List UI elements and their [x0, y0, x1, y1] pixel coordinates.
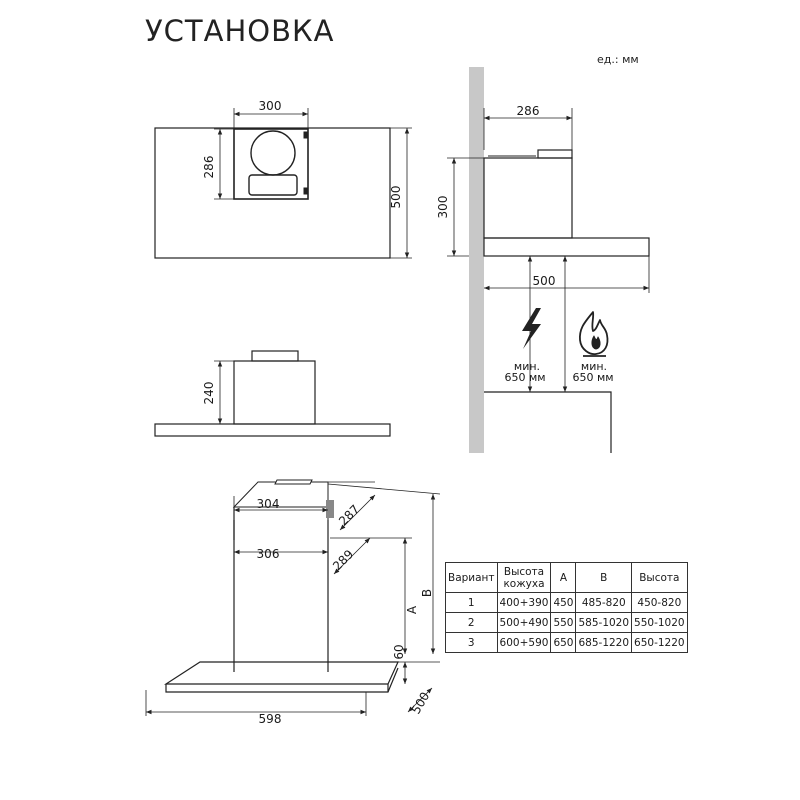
table-cell: 650-1220	[631, 632, 688, 653]
flame-icon	[579, 311, 609, 357]
top-view-duct-circle	[250, 130, 296, 176]
dim-top-width: 300	[259, 99, 282, 113]
header-cover-height-line1: Высота	[503, 565, 545, 578]
units-note: ед.: мм	[597, 53, 639, 66]
header-height: Высота	[631, 562, 688, 593]
clearance-electric-line2: 650 мм	[504, 371, 545, 384]
dim-iso-top-d: 287	[336, 502, 362, 528]
table-cell: 400+390	[496, 592, 552, 613]
table-row: 1 400+390 450 485-820 450-820	[445, 592, 688, 613]
dim-iso-mid-w: 306	[257, 547, 280, 561]
dim-iso-60: 60	[392, 644, 406, 659]
dim-iso-base-d: 500	[409, 690, 433, 717]
dim-front-height: 240	[202, 382, 216, 405]
table-cell: 650	[550, 632, 577, 653]
table-cell: 450	[550, 592, 577, 613]
table-cell: 2	[445, 612, 498, 633]
isometric-view	[145, 479, 441, 716]
dim-top-height: 286	[202, 156, 216, 179]
front-view-canopy	[154, 423, 391, 437]
table-cell: 1	[445, 592, 498, 613]
top-view	[154, 108, 412, 259]
table-cell: 550-1020	[631, 612, 688, 633]
table-row: 3 600+590 650 685-1220 650-1220	[445, 632, 688, 653]
header-a: A	[550, 562, 577, 593]
dim-side-depth: 500	[533, 274, 556, 288]
dim-iso-mid-d: 289	[330, 547, 356, 573]
table-cell: 485-820	[575, 592, 633, 613]
clearance-electric-line1: мин.	[514, 360, 540, 373]
dim-overall-depth: 500	[389, 186, 403, 209]
header-b: B	[575, 562, 633, 593]
front-view	[154, 350, 391, 437]
header-variant: Вариант	[445, 562, 498, 593]
table-cell: 3	[445, 632, 498, 653]
front-view-top-box	[251, 350, 299, 362]
top-view-outline	[154, 127, 391, 259]
dim-iso-top-w: 304	[257, 497, 280, 511]
header-cover-height-line2: кожуха	[503, 577, 545, 590]
side-view-top-box	[537, 149, 573, 159]
table-cell: 600+590	[496, 632, 552, 653]
page-title: УСТАНОВКА	[145, 14, 335, 48]
wall	[469, 67, 484, 453]
side-view-body	[483, 157, 573, 239]
dim-side-height: 300	[436, 196, 450, 219]
variants-table: Вариант Высота кожуха A B Высота 1 400+3…	[445, 562, 688, 653]
top-view-chimney	[233, 128, 309, 200]
side-view-canopy	[483, 237, 650, 257]
table-cell: 500+490	[496, 612, 552, 633]
header-cover-height: Высота кожуха	[496, 562, 552, 593]
table-row: 2 500+490 550 585-1020 550-1020	[445, 612, 688, 633]
table-cell: 450-820	[631, 592, 688, 613]
dim-side-top: 286	[517, 104, 540, 118]
iso-vent	[326, 500, 334, 518]
dim-iso-a: A	[405, 605, 419, 614]
table-cell: 685-1220	[575, 632, 633, 653]
dim-iso-base-w: 598	[259, 712, 282, 726]
side-view	[447, 67, 650, 453]
clearance-gas-line1: мин.	[581, 360, 607, 373]
lightning-icon	[522, 308, 541, 349]
table-cell: 585-1020	[575, 612, 633, 633]
top-view-filter	[248, 174, 298, 196]
table-header-row: Вариант Высота кожуха A B Высота	[445, 562, 688, 593]
clearance-gas-line2: 650 мм	[572, 371, 613, 384]
table-cell: 550	[550, 612, 577, 633]
dim-iso-b: B	[420, 589, 434, 597]
front-view-body	[233, 360, 316, 425]
cooktop-cabinet	[484, 391, 612, 453]
